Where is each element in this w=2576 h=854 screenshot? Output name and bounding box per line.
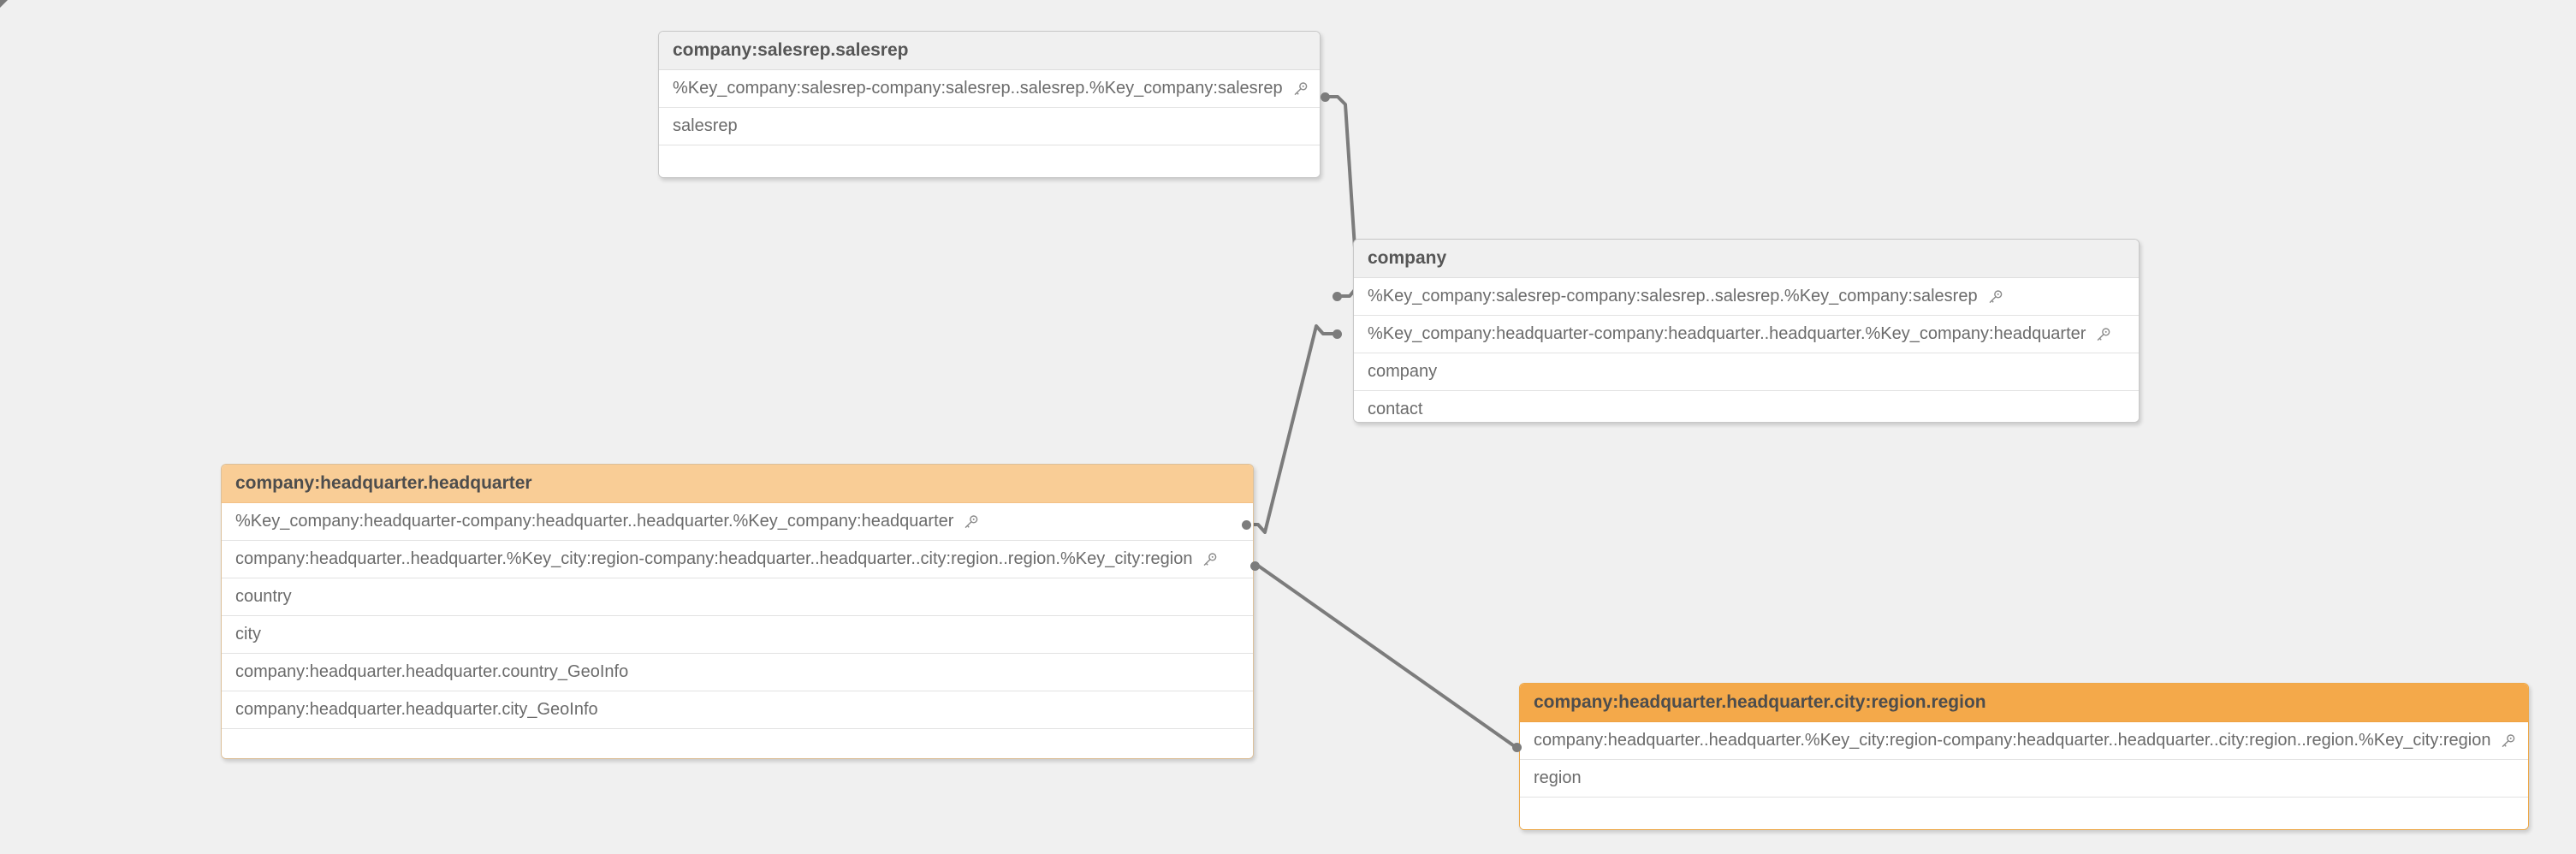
table-node-salesrep[interactable]: company:salesrep.salesrep %Key_company:sa… — [658, 31, 1321, 178]
table-row[interactable]: contact — [1354, 391, 2139, 422]
field-label: salesrep — [673, 116, 738, 135]
port-company-row0[interactable] — [1333, 292, 1342, 301]
key-icon — [1202, 552, 1218, 568]
key-icon — [2095, 327, 2111, 343]
field-label: company:headquarter.headquarter.country_… — [235, 662, 629, 681]
table-node-field-list: %Key_company:salesrep-company:salesrep..… — [1354, 278, 2139, 422]
port-region-row0[interactable] — [1512, 743, 1522, 752]
field-label: company:headquarter.headquarter.city_Geo… — [235, 700, 598, 719]
table-row-empty — [222, 729, 1253, 758]
field-label: city — [235, 625, 261, 643]
table-row[interactable]: %Key_company:headquarter-company:headqua… — [222, 503, 1253, 541]
edge-company-to-headquarter — [1245, 324, 1336, 534]
table-node-field-list: company:headquarter..headquarter.%Key_ci… — [1520, 722, 2528, 829]
table-row[interactable]: %Key_company:headquarter-company:headqua… — [1354, 316, 2139, 353]
table-node-title: company:headquarter.headquarter.city:reg… — [1520, 684, 2528, 722]
field-label: company — [1368, 362, 1438, 381]
field-label: %Key_company:salesrep-company:salesrep..… — [673, 79, 1283, 98]
table-node-headquarter[interactable]: company:headquarter.headquarter %Key_comp… — [221, 464, 1254, 759]
table-row-empty — [1520, 798, 2528, 829]
edge-headquarter-to-region — [1256, 564, 1517, 749]
port-headquarter-row1[interactable] — [1250, 561, 1260, 571]
table-node-region[interactable]: company:headquarter.headquarter.city:reg… — [1519, 683, 2529, 830]
key-icon — [1292, 81, 1309, 98]
key-icon — [1987, 289, 2003, 305]
table-row[interactable]: salesrep — [659, 108, 1320, 145]
table-node-field-list: %Key_company:salesrep-company:salesrep..… — [659, 70, 1320, 177]
field-label: region — [1534, 768, 1582, 787]
table-node-company[interactable]: company %Key_company:salesrep-company:sal… — [1353, 239, 2140, 423]
table-row[interactable]: company — [1354, 353, 2139, 391]
table-node-field-list: %Key_company:headquarter-company:headqua… — [222, 503, 1253, 758]
table-node-title: company:headquarter.headquarter — [222, 465, 1253, 503]
table-node-title: company — [1354, 240, 2139, 278]
cursor-pointer-icon — [0, 0, 8, 8]
port-company-row1[interactable] — [1333, 329, 1342, 339]
field-label: company:headquarter..headquarter.%Key_ci… — [235, 549, 1193, 568]
field-label: country — [235, 587, 292, 606]
table-row[interactable]: country — [222, 578, 1253, 616]
table-row[interactable]: company:headquarter.headquarter.city_Geo… — [222, 691, 1253, 729]
table-row[interactable]: company:headquarter.headquarter.country_… — [222, 654, 1253, 691]
table-row[interactable]: company:headquarter..headquarter.%Key_ci… — [222, 541, 1253, 578]
table-row[interactable]: %Key_company:salesrep-company:salesrep..… — [1354, 278, 2139, 316]
table-node-title: company:salesrep.salesrep — [659, 32, 1320, 70]
field-label: %Key_company:salesrep-company:salesrep..… — [1368, 287, 1978, 305]
port-headquarter-row0[interactable] — [1242, 520, 1251, 530]
table-row[interactable]: region — [1520, 760, 2528, 798]
field-label: %Key_company:headquarter-company:headqua… — [235, 512, 954, 531]
table-row-empty — [659, 145, 1320, 177]
field-label: contact — [1368, 400, 1423, 418]
key-icon — [963, 514, 979, 531]
field-label: company:headquarter..headquarter.%Key_ci… — [1534, 731, 2491, 750]
table-row[interactable]: %Key_company:salesrep-company:salesrep..… — [659, 70, 1320, 108]
table-row[interactable]: city — [222, 616, 1253, 654]
field-label: %Key_company:headquarter-company:headqua… — [1368, 324, 2086, 343]
table-row[interactable]: company:headquarter..headquarter.%Key_ci… — [1520, 722, 2528, 760]
port-salesrep-row0[interactable] — [1321, 92, 1330, 102]
key-icon — [2500, 733, 2516, 750]
